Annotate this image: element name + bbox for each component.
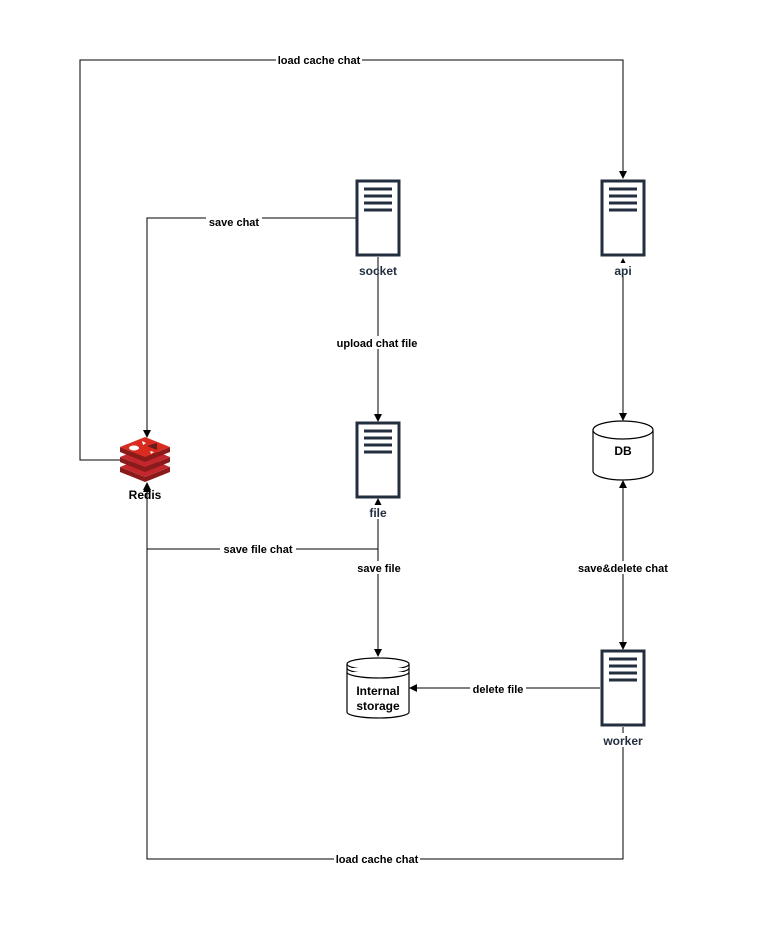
redis-node[interactable]: Redis [120, 437, 170, 502]
db-node[interactable]: DB [592, 420, 654, 481]
worker-node[interactable]: worker [600, 649, 646, 748]
socket-node[interactable]: socket [355, 179, 401, 278]
storage-node[interactable]: Internal storage [346, 657, 410, 719]
server-icon [355, 421, 401, 499]
edge-label-text: upload chat file [337, 338, 418, 350]
worker-label: worker [602, 734, 643, 748]
edge-label-load-cache-top: load cache chat [276, 53, 362, 67]
api-node[interactable]: api [600, 179, 646, 278]
edge-label-save-file: save file [355, 561, 403, 575]
edge-label-text: save&delete chat [578, 563, 668, 575]
edge-label-text: save file [357, 563, 400, 575]
storage-label-line2: storage [356, 699, 400, 713]
edge-label-text: load cache chat [278, 55, 361, 67]
edge-label-text: save file chat [223, 544, 292, 556]
edge-label-save-file-chat: save file chat [220, 542, 296, 556]
database-cylinder-icon [592, 420, 654, 481]
edge-label-text: delete file [473, 684, 524, 696]
redis-label: Redis [129, 488, 162, 502]
redis-logo-icon [120, 437, 170, 482]
server-icon [600, 649, 646, 727]
db-label: DB [614, 444, 632, 458]
edge-label-delete-file: delete file [470, 682, 526, 696]
server-icon [355, 179, 401, 257]
storage-cylinder-icon [346, 657, 410, 719]
edge-socket-to-redis [143, 217, 356, 438]
edge-label-text: load cache chat [336, 854, 419, 866]
file-node[interactable]: file [355, 421, 401, 520]
server-icon [600, 179, 646, 257]
edge-label-load-cache-bottom: load cache chat [334, 852, 420, 866]
api-label: api [614, 264, 631, 278]
file-label: file [369, 506, 387, 520]
edge-redis-to-api [79, 59, 627, 461]
edge-label-save-chat: save chat [206, 215, 262, 229]
edge-label-text: save chat [209, 217, 259, 229]
socket-label: socket [359, 264, 397, 278]
edge-label-save-delete-chat: save&delete chat [576, 561, 670, 575]
storage-label-line1: Internal [356, 684, 399, 698]
edge-label-upload-chat-file: upload chat file [334, 336, 420, 350]
edge-redis-file [143, 482, 382, 550]
